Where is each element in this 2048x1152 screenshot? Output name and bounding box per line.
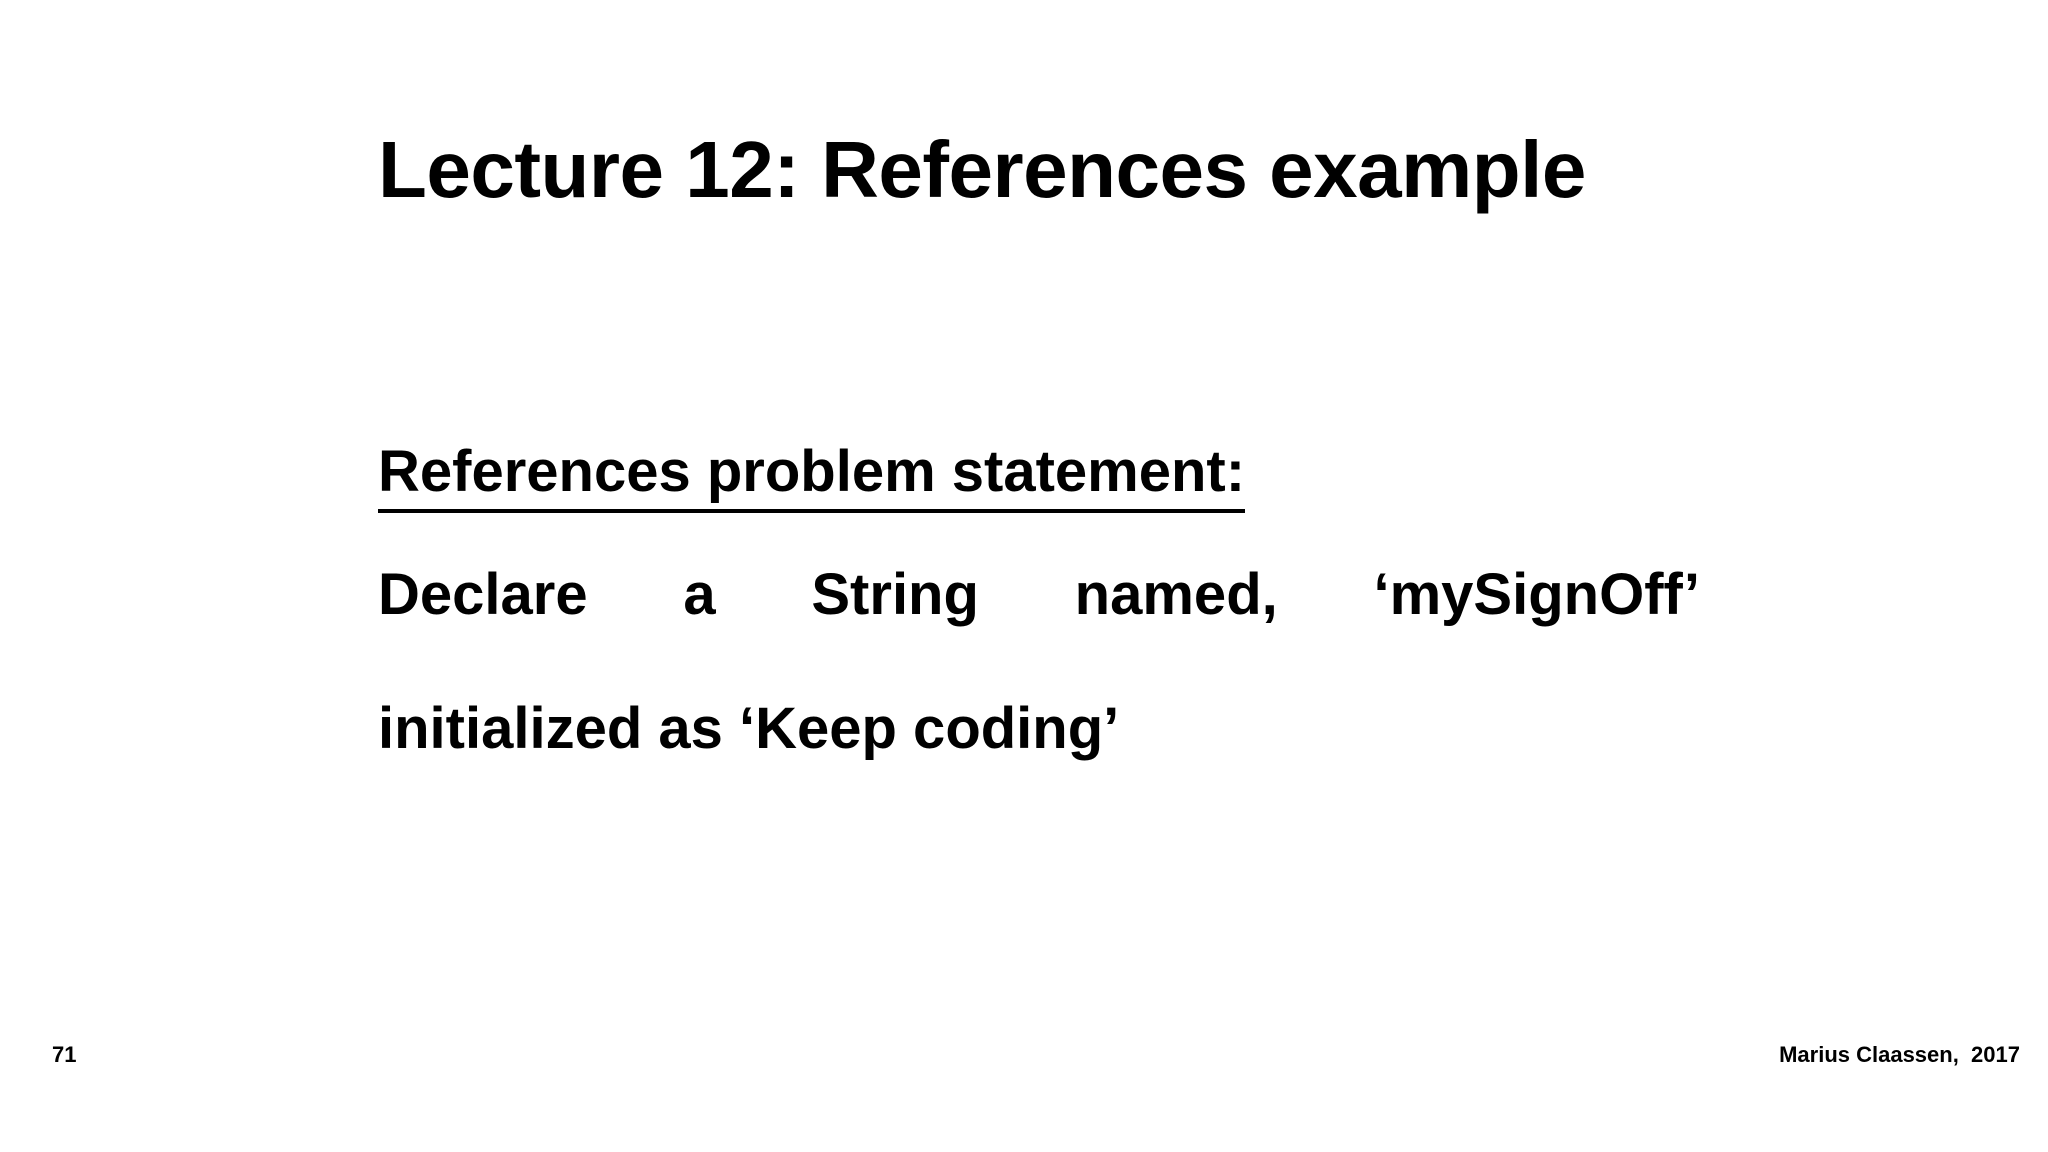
page-title: Lecture 12: References example [378, 125, 1586, 214]
body-paragraph-line-2: initialized as ‘Keep coding’ [378, 696, 1120, 762]
body-content: References problem statement: Declare a … [378, 439, 1700, 763]
page-number: 71 [52, 1042, 77, 1067]
slide-footer: 71 Marius Claassen, 2017 [0, 1044, 2048, 1076]
body-paragraph-line-1: Declare a String named, ‘mySignOff’ [378, 561, 1700, 627]
body-paragraph: Declare a String named, ‘mySignOff’ init… [378, 561, 1700, 763]
title-block: Lecture 12: References example [378, 128, 1678, 211]
section-heading-label: References problem statement: [378, 439, 1246, 513]
author-attribution: Marius Claassen, 2017 [1779, 1042, 2020, 1067]
section-heading: References problem statement: [378, 439, 1700, 513]
